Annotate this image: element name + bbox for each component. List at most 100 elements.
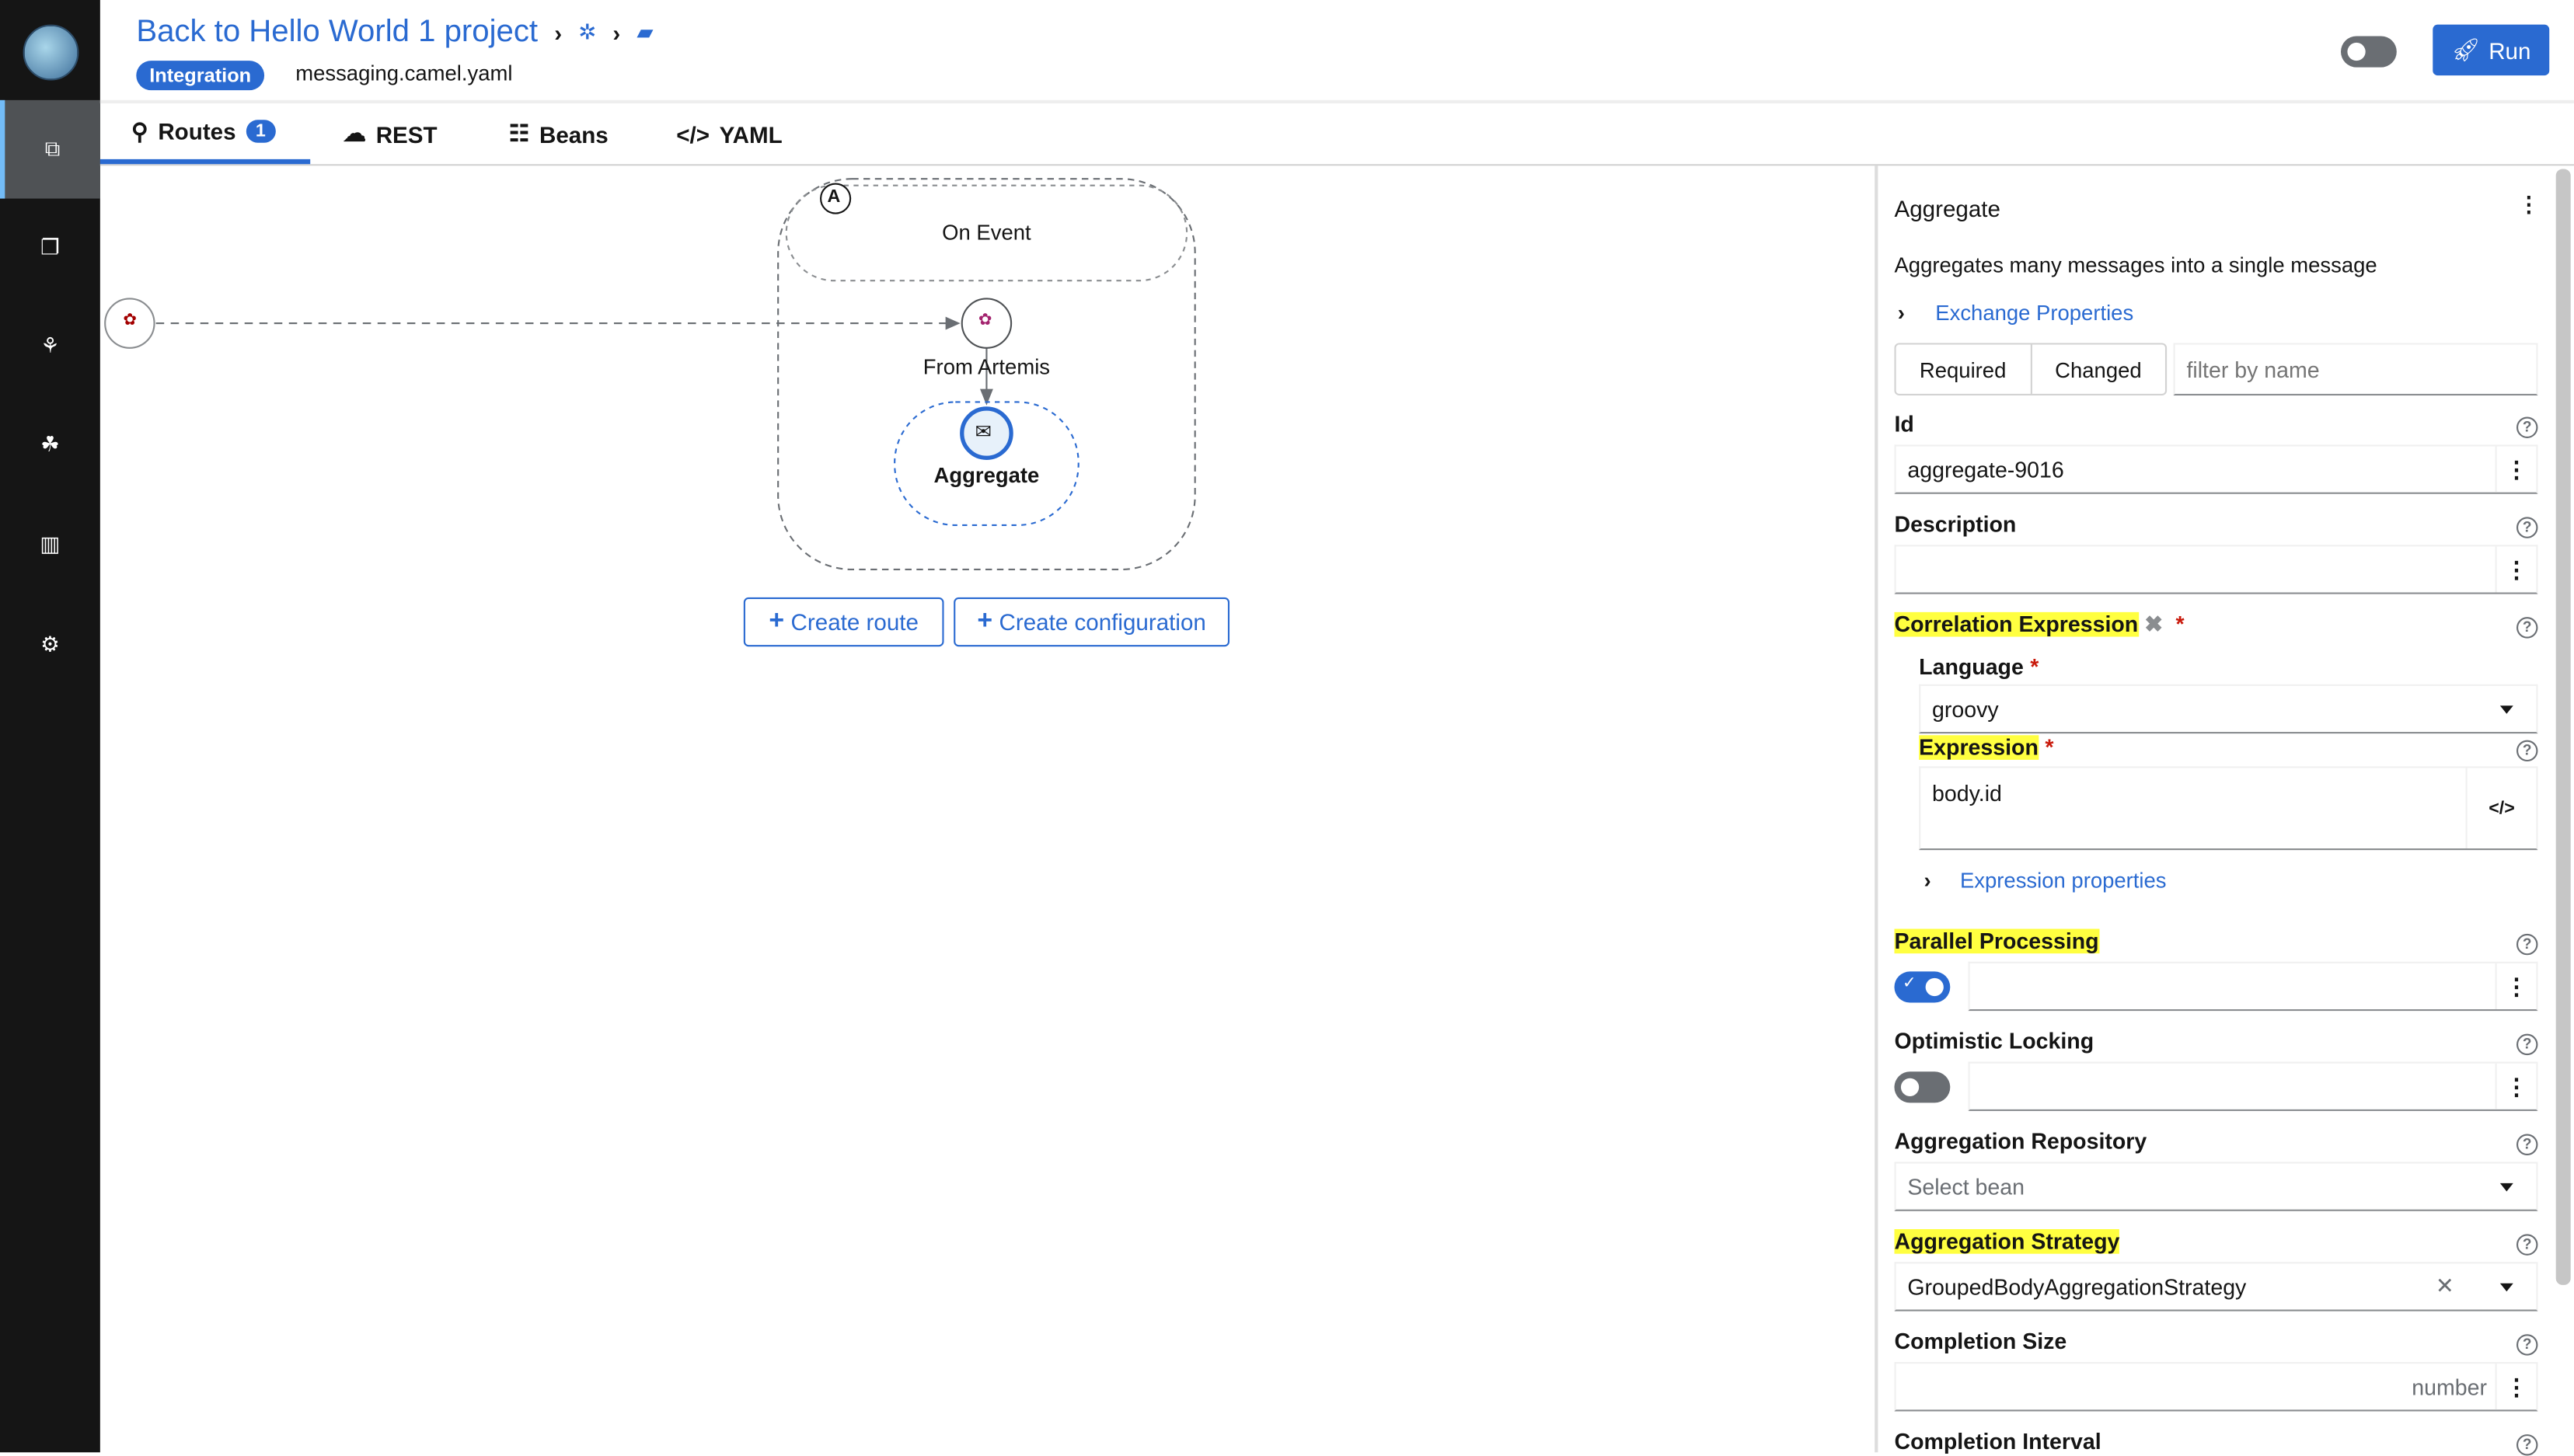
catalog-icon: ⚘	[40, 333, 60, 358]
integration-icon[interactable]: ✲	[578, 19, 597, 45]
completion-size-field[interactable]: number ⋮	[1894, 1362, 2538, 1412]
description-label: Description	[1894, 512, 2017, 537]
artemis-node	[961, 298, 1013, 349]
kaoto-logo[interactable]	[23, 24, 79, 81]
nav-beans[interactable]: ❐	[0, 199, 100, 298]
id-field[interactable]: aggregate-9016⋮	[1894, 444, 2538, 494]
required-filter-button[interactable]: Required	[1896, 344, 2032, 394]
help-icon[interactable]: ?	[2516, 740, 2538, 762]
group-label[interactable]: On Event	[942, 220, 1031, 245]
panel-scrollbar[interactable]	[2555, 169, 2571, 1285]
field-kebab-icon[interactable]: ⋮	[2495, 546, 2537, 593]
help-icon[interactable]: ?	[2516, 1434, 2538, 1456]
filter-by-name-input[interactable]	[2173, 343, 2538, 396]
clear-circle-icon[interactable]: ✖	[2144, 611, 2164, 637]
check-icon: ✓	[1903, 974, 1917, 993]
code-editor-icon[interactable]: </>	[2465, 768, 2537, 849]
rocket-icon: 🚀︎	[2451, 36, 2481, 63]
exchange-properties-toggle[interactable]: Exchange Properties	[1935, 300, 2134, 326]
step-node-label[interactable]: Aggregate	[933, 462, 1040, 488]
integration-badge: Integration	[136, 61, 265, 91]
routes-icon: ⚲	[131, 117, 148, 144]
button-label: Create route	[790, 608, 919, 636]
language-value: groovy	[1932, 696, 1999, 722]
vertical-nav: ⧉ ❐ ⚘ ☘ ▥ ⚙	[0, 0, 100, 1453]
properties-panel: Aggregate ⋮ Aggregates many messages int…	[1875, 165, 2574, 1456]
correlation-expression-label: Correlation Expression ✖ *	[1894, 611, 2185, 639]
copy-icon: ❐	[40, 235, 60, 260]
run-button[interactable]: 🚀︎Run	[2433, 24, 2550, 76]
parallel-processing-switch[interactable]: ✓	[1894, 971, 1951, 1003]
aggregation-strategy-label: Aggregation Strategy	[1894, 1229, 2120, 1254]
button-label: Create configuration	[999, 608, 1206, 636]
route-canvas[interactable]: ✿ ✿ ✉ A On Event From Artemis Aggregate …	[100, 165, 1875, 1452]
expression-value: body.id	[1932, 781, 2002, 806]
chevron-right-icon[interactable]: ›	[1924, 868, 1931, 893]
tab-label: Beans	[539, 120, 609, 148]
help-icon[interactable]: ?	[2516, 617, 2538, 639]
back-to-project-link[interactable]: Back to Hello World 1 project	[136, 15, 539, 50]
placeholder-node	[104, 298, 155, 349]
nav-settings[interactable]: ⚙	[0, 596, 100, 695]
activemq-icon: ✿	[978, 312, 992, 330]
envelope-icon: ✉	[975, 420, 992, 444]
nav-components[interactable]: ☘	[0, 395, 100, 494]
plus-icon: +	[769, 607, 785, 636]
expression-label: Expression*	[1919, 735, 2053, 760]
help-icon[interactable]: ?	[2516, 1033, 2538, 1056]
field-kebab-icon[interactable]: ⋮	[2495, 1364, 2537, 1410]
tab-label: REST	[375, 120, 438, 148]
tab-rest[interactable]: ☁ REST	[343, 103, 437, 164]
label-text: Correlation Expression	[1894, 611, 2139, 637]
nav-catalog[interactable]: ⚘	[0, 297, 100, 395]
description-field[interactable]: ⋮	[1894, 545, 2538, 594]
tab-beans[interactable]: ☷ Beans	[509, 103, 609, 164]
help-icon[interactable]: ?	[2516, 517, 2538, 538]
optimistic-locking-field[interactable]: ⋮	[1968, 1061, 2538, 1111]
tab-label: YAML	[719, 120, 783, 148]
field-kebab-icon[interactable]: ⋮	[2495, 446, 2537, 493]
group-badge: A	[827, 186, 841, 207]
sliders-icon: ☷	[508, 120, 530, 146]
nav-design[interactable]: ⧉	[0, 99, 100, 199]
help-icon[interactable]: ?	[2516, 1234, 2538, 1256]
help-icon[interactable]: ?	[2516, 1134, 2538, 1155]
help-icon[interactable]: ?	[2516, 1334, 2538, 1356]
help-icon[interactable]: ?	[2516, 933, 2538, 956]
field-kebab-icon[interactable]: ⋮	[2495, 963, 2537, 1010]
optimistic-locking-switch[interactable]	[1894, 1071, 1951, 1103]
parallel-processing-field[interactable]: ⋮	[1968, 961, 2538, 1012]
changed-filter-button[interactable]: Changed	[2055, 357, 2142, 382]
language-label: Language*	[1919, 655, 2039, 680]
aggregate-node	[960, 406, 1013, 460]
label-text: Expression	[1919, 735, 2039, 760]
required-mark: *	[2175, 611, 2185, 637]
label-text: Parallel Processing	[1894, 928, 2099, 954]
field-kebab-icon[interactable]: ⋮	[2495, 1063, 2537, 1109]
create-configuration-button[interactable]: +Create configuration	[954, 597, 1230, 647]
kebab-menu-icon[interactable]: ⋮	[2518, 192, 2540, 217]
file-name: messaging.camel.yaml	[295, 61, 513, 85]
help-icon[interactable]: ?	[2516, 416, 2538, 438]
tab-yaml[interactable]: </>YAML	[676, 103, 783, 164]
expression-properties-toggle[interactable]: Expression properties	[1959, 868, 2167, 893]
cloud-cog-icon: ☁	[343, 120, 367, 146]
caret-down-icon	[2499, 1183, 2513, 1192]
clear-icon[interactable]: ✕	[2435, 1273, 2454, 1298]
preview-toggle[interactable]	[2340, 36, 2397, 68]
aggregation-strategy-select[interactable]: GroupedBodyAggregationStrategy✕	[1894, 1262, 2538, 1311]
nav-docs[interactable]: ▥	[0, 496, 100, 594]
select-placeholder: Select bean	[1907, 1174, 2025, 1199]
label-text: Aggregation Strategy	[1894, 1229, 2120, 1254]
folder-open-icon[interactable]: ▰	[637, 19, 654, 45]
from-node-label[interactable]: From Artemis	[923, 354, 1051, 379]
number-placeholder: number	[2412, 1374, 2487, 1399]
language-select[interactable]: groovy	[1919, 684, 2538, 734]
create-route-button[interactable]: +Create route	[743, 597, 944, 647]
expression-textarea[interactable]: body.id </>	[1919, 766, 2538, 851]
chevron-right-icon[interactable]: ›	[1897, 300, 1905, 326]
caret-down-icon	[2499, 705, 2513, 714]
aggregation-repository-select[interactable]: Select bean	[1894, 1162, 2538, 1211]
